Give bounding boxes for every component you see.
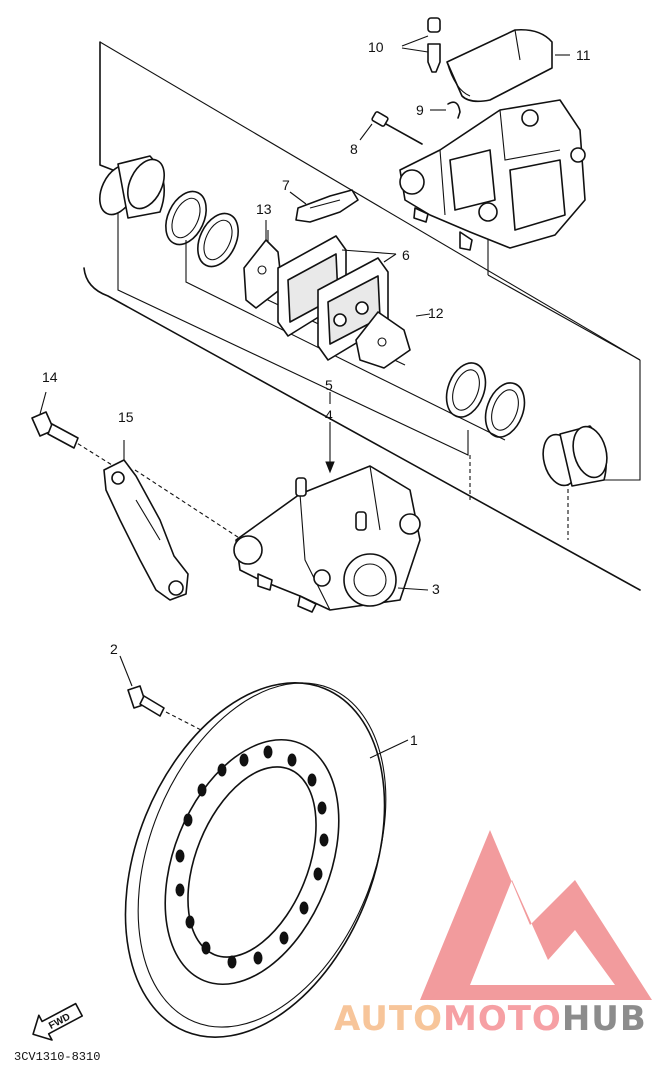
callout-1: 1	[410, 732, 418, 748]
watermark-part-1: AUTO	[334, 999, 443, 1039]
retaining-clip	[430, 101, 461, 119]
callout-4: 4	[325, 407, 333, 423]
callout-14: 14	[42, 369, 58, 385]
callout-6: 6	[402, 247, 410, 263]
drawing-code: 3CV1310-8310	[14, 1050, 100, 1064]
callout-11: 11	[576, 47, 591, 63]
piston-lower	[542, 425, 608, 487]
callout-leaders	[289, 191, 431, 591]
disc-bolt	[119, 655, 241, 751]
callout-12: 12	[428, 305, 444, 321]
callout-10: 10	[368, 39, 384, 55]
callout-3: 3	[432, 581, 440, 597]
callout-9: 9	[416, 102, 424, 118]
disc-holes	[175, 745, 329, 969]
bleed-screw	[401, 17, 441, 73]
callout-15: 15	[118, 409, 134, 425]
watermark-part-3: HUB	[562, 999, 647, 1039]
pad-support-12	[355, 311, 411, 369]
fwd-arrow: FWD	[32, 1002, 84, 1041]
watermark-text: AUTOMOTOHUB	[334, 999, 647, 1039]
assembly-frame	[71, 41, 641, 591]
pad-spring	[295, 189, 359, 223]
callout-7: 7	[282, 177, 290, 193]
callout-2: 2	[110, 641, 118, 657]
callout-13: 13	[256, 201, 272, 217]
pad-shim-13	[243, 220, 283, 309]
callout-labels: 1 2 3 4 5 6 7 8 9 10 11 12 13 14 15	[42, 39, 591, 748]
pad-pin	[359, 111, 423, 145]
caliper-bracket	[103, 440, 189, 601]
mounting-bolt	[31, 391, 79, 449]
lower-caliper-half	[233, 465, 421, 613]
piston-upper	[99, 155, 166, 219]
caliper-cover	[446, 28, 570, 103]
watermark-logo	[420, 830, 652, 1000]
brake-disc	[124, 682, 409, 1038]
seal-upper	[165, 190, 239, 268]
callout-8: 8	[350, 141, 358, 157]
fwd-label: FWD	[47, 1012, 72, 1032]
watermark-part-2: MOTO	[443, 999, 562, 1039]
callout-5: 5	[325, 377, 333, 393]
upper-caliper-half	[399, 99, 586, 251]
seal-lower	[445, 362, 526, 438]
